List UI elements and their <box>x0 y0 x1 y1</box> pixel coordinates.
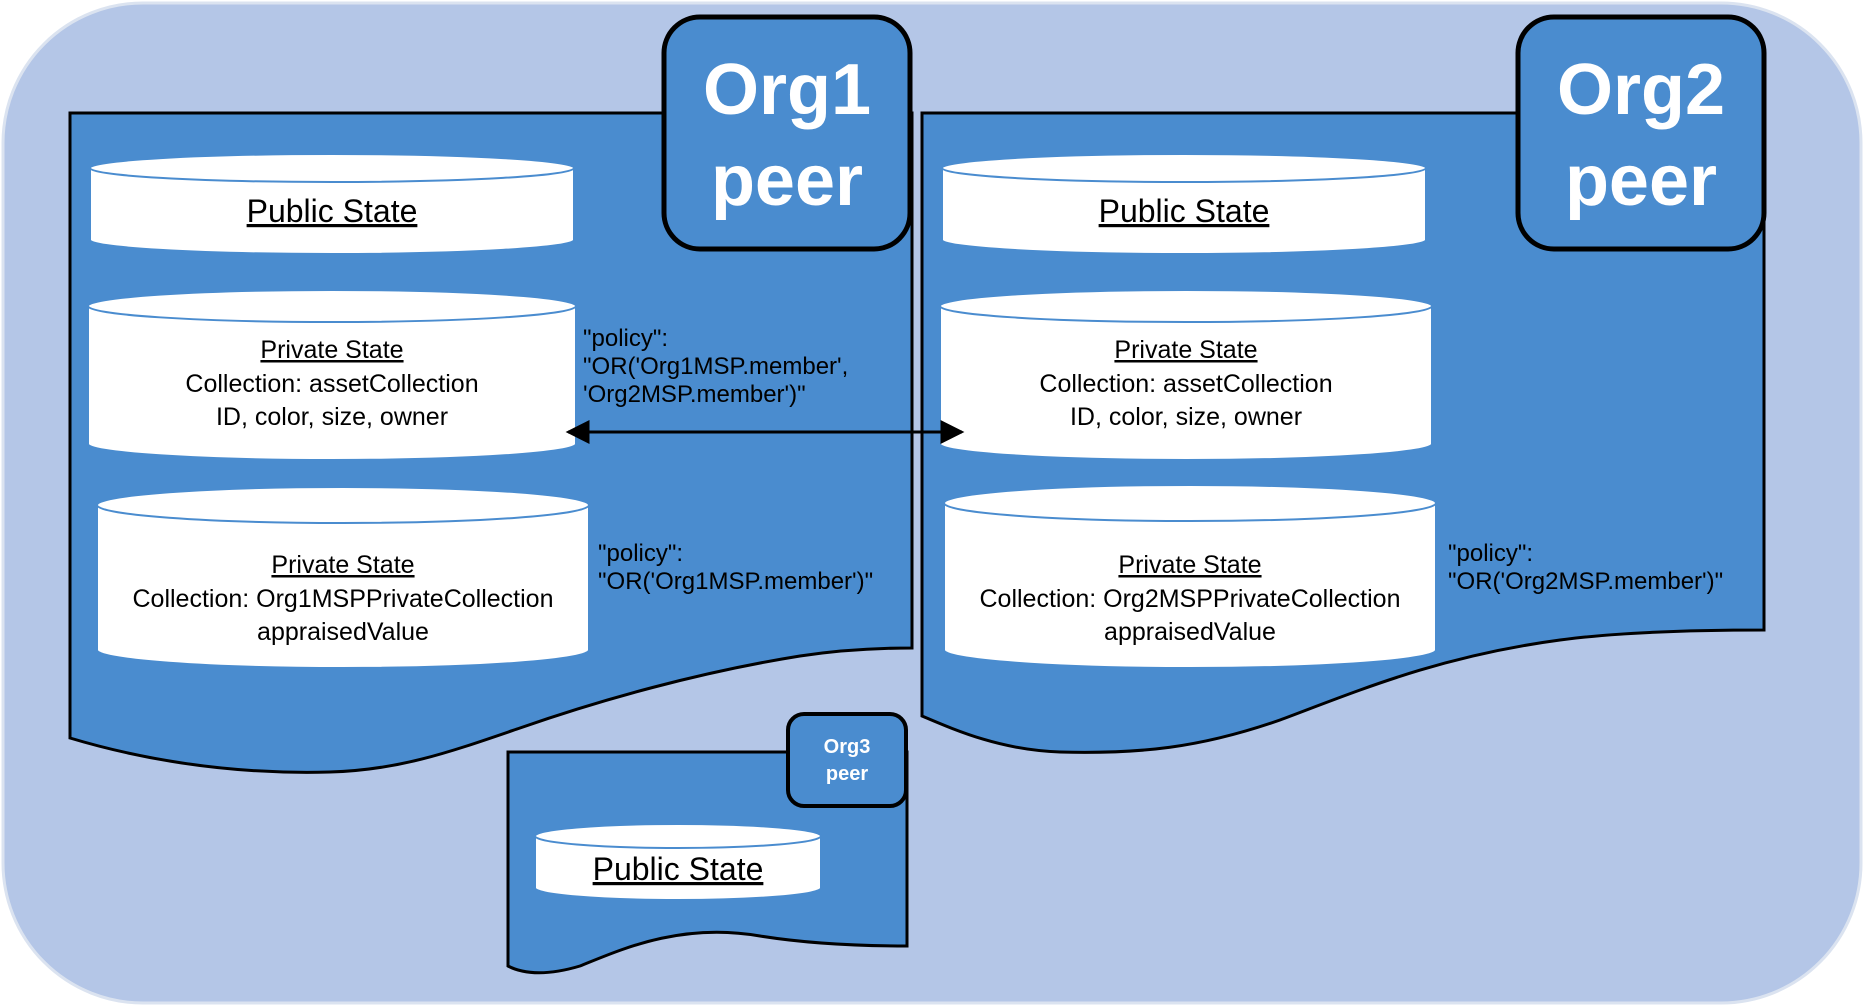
org2-private-own-collection: Collection: Org2MSPPrivateCollection <box>979 585 1400 613</box>
org1-private-shared-collection: Collection: assetCollection <box>185 370 478 398</box>
org1-public-state-cylinder: Public State <box>89 153 575 255</box>
org1-policy-own-line2: "OR('Org1MSP.member')" <box>598 568 873 595</box>
org1-badge-line1: Org1 <box>703 50 871 130</box>
org2-badge: Org2 peer <box>1515 14 1767 252</box>
org2-private-shared-collection: Collection: assetCollection <box>1039 370 1332 398</box>
org2-private-shared-fields: ID, color, size, owner <box>1070 403 1302 431</box>
org1-public-state-label: Public State <box>247 193 418 229</box>
org2-private-state-own-cylinder: Private State Collection: Org2MSPPrivate… <box>943 484 1437 669</box>
org2-badge-line2: peer <box>1565 141 1717 221</box>
org1-private-shared-title: Private State <box>260 336 403 364</box>
org1-private-state-shared-cylinder: Private State Collection: assetCollectio… <box>87 289 577 461</box>
org2-public-state-label: Public State <box>1099 193 1270 229</box>
org2-private-state-shared-cylinder: Private State Collection: assetCollectio… <box>939 289 1433 461</box>
org2-private-own-fields: appraisedValue <box>1104 618 1276 646</box>
org2-private-own-title: Private State <box>1118 551 1261 579</box>
org1-policy-shared-line2: "OR('Org1MSP.member', <box>583 353 848 380</box>
org3-public-state-label: Public State <box>593 851 764 887</box>
org2-public-state-cylinder: Public State <box>941 153 1427 255</box>
org2-policy-own: "policy": "OR('Org2MSP.member')" <box>1448 540 1723 595</box>
org3-public-state-cylinder: Public State <box>534 823 822 901</box>
org1-policy-shared-line3: 'Org2MSP.member')" <box>583 381 806 408</box>
org1-private-own-fields: appraisedValue <box>257 618 429 646</box>
org3-badge-line2: peer <box>826 763 868 785</box>
org1-private-state-own-cylinder: Private State Collection: Org1MSPPrivate… <box>96 486 590 669</box>
org1-policy-own: "policy": "OR('Org1MSP.member')" <box>598 540 873 595</box>
org1-badge: Org1 peer <box>661 14 913 252</box>
org1-private-own-collection: Collection: Org1MSPPrivateCollection <box>132 585 553 613</box>
org2-policy-own-line1: "policy": <box>1448 540 1533 567</box>
org1-policy-shared: "policy": "OR('Org1MSP.member', 'Org2MSP… <box>583 325 848 408</box>
org3-badge: Org3 peer <box>786 712 908 808</box>
org2-badge-line1: Org2 <box>1557 50 1725 130</box>
org1-policy-shared-line1: "policy": <box>583 325 668 352</box>
org1-private-shared-fields: ID, color, size, owner <box>216 403 448 431</box>
org1-private-own-title: Private State <box>271 551 414 579</box>
org3-badge-line1: Org3 <box>824 736 871 758</box>
org2-private-shared-title: Private State <box>1114 336 1257 364</box>
org1-policy-own-line1: "policy": <box>598 540 683 567</box>
org1-badge-line2: peer <box>711 141 863 221</box>
org2-policy-own-line2: "OR('Org2MSP.member')" <box>1448 568 1723 595</box>
